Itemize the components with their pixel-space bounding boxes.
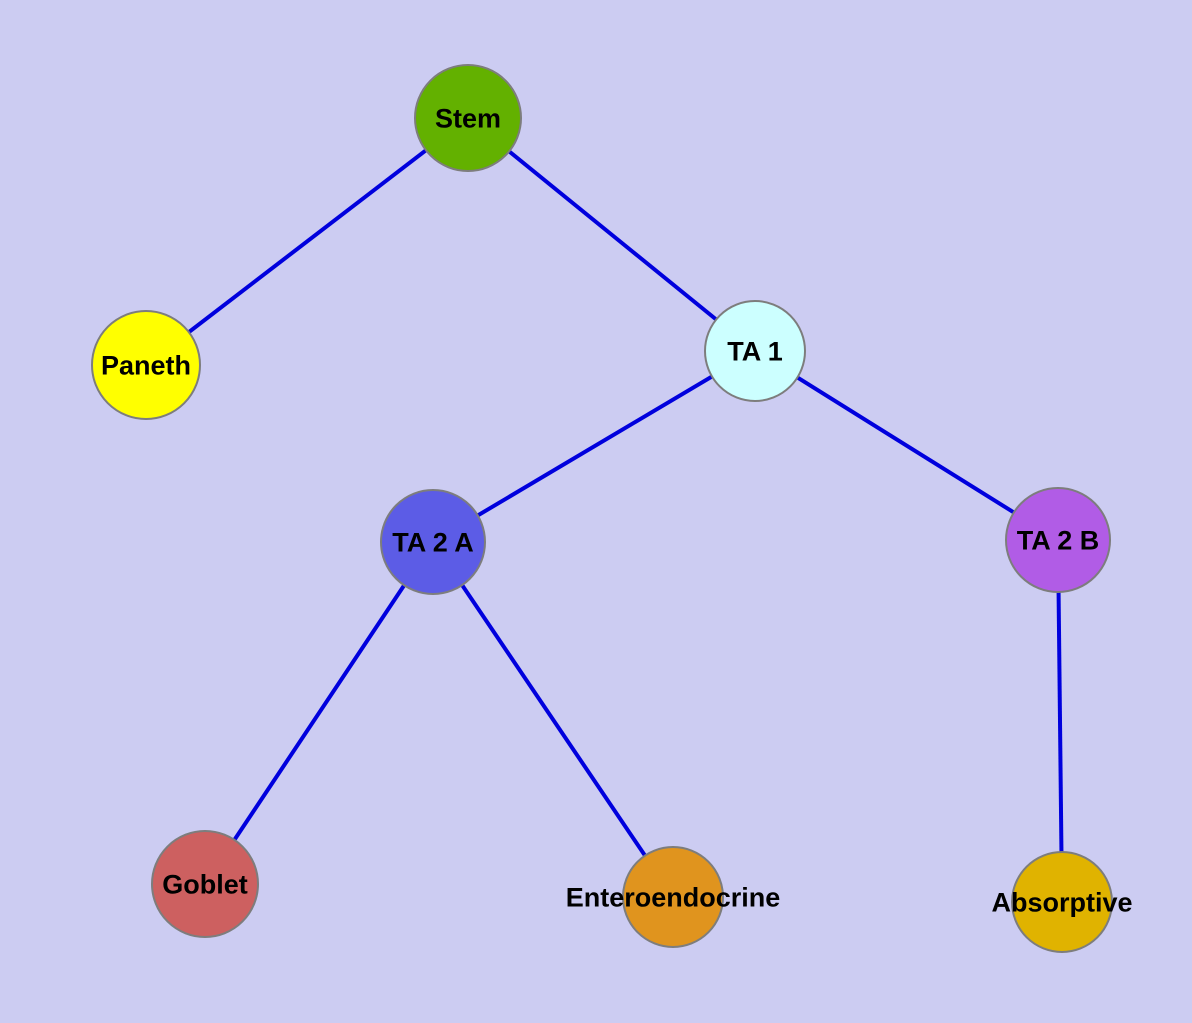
node-circle-goblet[interactable] [151,830,259,938]
node-circle-absorptive[interactable] [1011,851,1113,953]
node-circle-stem[interactable] [414,64,522,172]
edge-ta2b-absorptive [1056,539,1064,903]
edge-stem-ta1 [466,116,757,353]
edge-ta2a-goblet [203,540,435,886]
node-circle-paneth[interactable] [91,310,201,420]
edge-layer [144,116,1064,903]
node-circle-ta2a[interactable] [380,489,486,595]
node-circle-ta2b[interactable] [1005,487,1111,593]
edge-ta1-ta2b [753,349,1060,542]
node-ta2b[interactable]: TA 2 B [1005,487,1111,593]
node-enteroendocrine[interactable]: Enteroendocrine [566,846,781,948]
node-ta1[interactable]: TA 1 [704,300,806,402]
node-absorptive[interactable]: Absorptive [991,851,1133,953]
node-stem[interactable]: Stem [414,64,522,172]
node-ta2a[interactable]: TA 2 A [380,489,486,595]
node-circle-enteroendocrine[interactable] [622,846,724,948]
node-circle-ta1[interactable] [704,300,806,402]
edge-ta1-ta2a [431,349,757,544]
edge-ta2a-enteroendocrine [431,540,675,899]
node-goblet[interactable]: Goblet [151,830,259,938]
node-paneth[interactable]: Paneth [91,310,201,420]
edge-stem-paneth [144,116,470,367]
